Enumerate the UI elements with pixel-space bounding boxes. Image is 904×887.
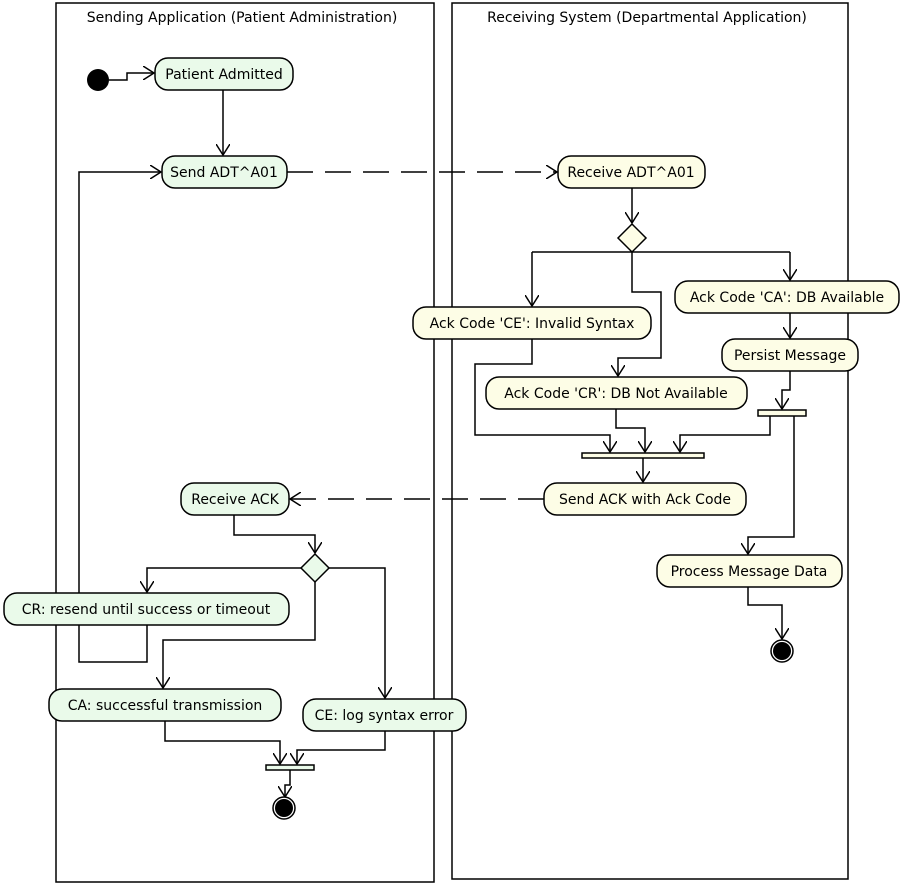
- action-ca-success: CA: successful transmission: [48, 688, 282, 722]
- swimlane-sender: Sending Application (Patient Administrat…: [55, 2, 435, 883]
- svg-text:CR: resend until success or ti: CR: resend until success or timeout: [22, 602, 271, 618]
- action-send-adt: Send ADT^A01: [161, 155, 288, 189]
- svg-text:CE: log syntax error: CE: log syntax error: [315, 708, 454, 724]
- action-persist-message: Persist Message: [721, 338, 859, 372]
- fork-bar-persist: [757, 409, 807, 417]
- svg-text:Receive ACK: Receive ACK: [191, 492, 279, 508]
- svg-text:Persist Message: Persist Message: [734, 348, 846, 364]
- join-bar-ack: [581, 452, 705, 459]
- action-cr-resend: CR: resend until success or timeout: [3, 592, 290, 626]
- edges: [78, 73, 794, 797]
- swimlane-receiver: Receiving System (Departmental Applicati…: [451, 2, 849, 880]
- action-ce-log: CE: log syntax error: [302, 698, 467, 732]
- action-receive-ack: Receive ACK: [180, 482, 290, 516]
- final-node-receiver: [770, 639, 794, 663]
- lane-title-sender: Sending Application (Patient Administrat…: [87, 10, 398, 26]
- svg-text:Patient Admitted: Patient Admitted: [165, 67, 282, 83]
- svg-text:Send ADT^A01: Send ADT^A01: [170, 165, 278, 181]
- action-ack-cr: Ack Code 'CR': DB Not Available: [485, 376, 748, 410]
- action-ack-ce: Ack Code 'CE': Invalid Syntax: [412, 306, 652, 340]
- initial-node: [87, 69, 109, 91]
- action-send-ack: Send ACK with Ack Code: [543, 482, 747, 516]
- action-receive-adt: Receive ADT^A01: [557, 155, 706, 189]
- action-patient-admitted: Patient Admitted: [154, 57, 294, 91]
- decision-node-ack-code: [616, 222, 648, 254]
- action-ack-ca: Ack Code 'CA': DB Available: [674, 280, 900, 314]
- join-bar-sender: [265, 764, 315, 771]
- action-process-message: Process Message Data: [656, 554, 843, 588]
- svg-text:CA: successful transmission: CA: successful transmission: [68, 698, 263, 714]
- svg-text:Send ACK with Ack Code: Send ACK with Ack Code: [559, 492, 731, 508]
- svg-text:Receive ADT^A01: Receive ADT^A01: [567, 165, 694, 181]
- lane-title-receiver: Receiving System (Departmental Applicati…: [487, 10, 807, 26]
- final-node-sender: [272, 796, 296, 820]
- decision-node-ack-received: [299, 552, 331, 584]
- svg-text:Ack Code 'CA': DB Available: Ack Code 'CA': DB Available: [690, 290, 884, 306]
- svg-text:Ack Code 'CR': DB Not Availabl: Ack Code 'CR': DB Not Available: [504, 386, 727, 402]
- svg-text:Process Message Data: Process Message Data: [671, 564, 828, 580]
- svg-text:Ack Code 'CE': Invalid Syntax: Ack Code 'CE': Invalid Syntax: [430, 316, 635, 332]
